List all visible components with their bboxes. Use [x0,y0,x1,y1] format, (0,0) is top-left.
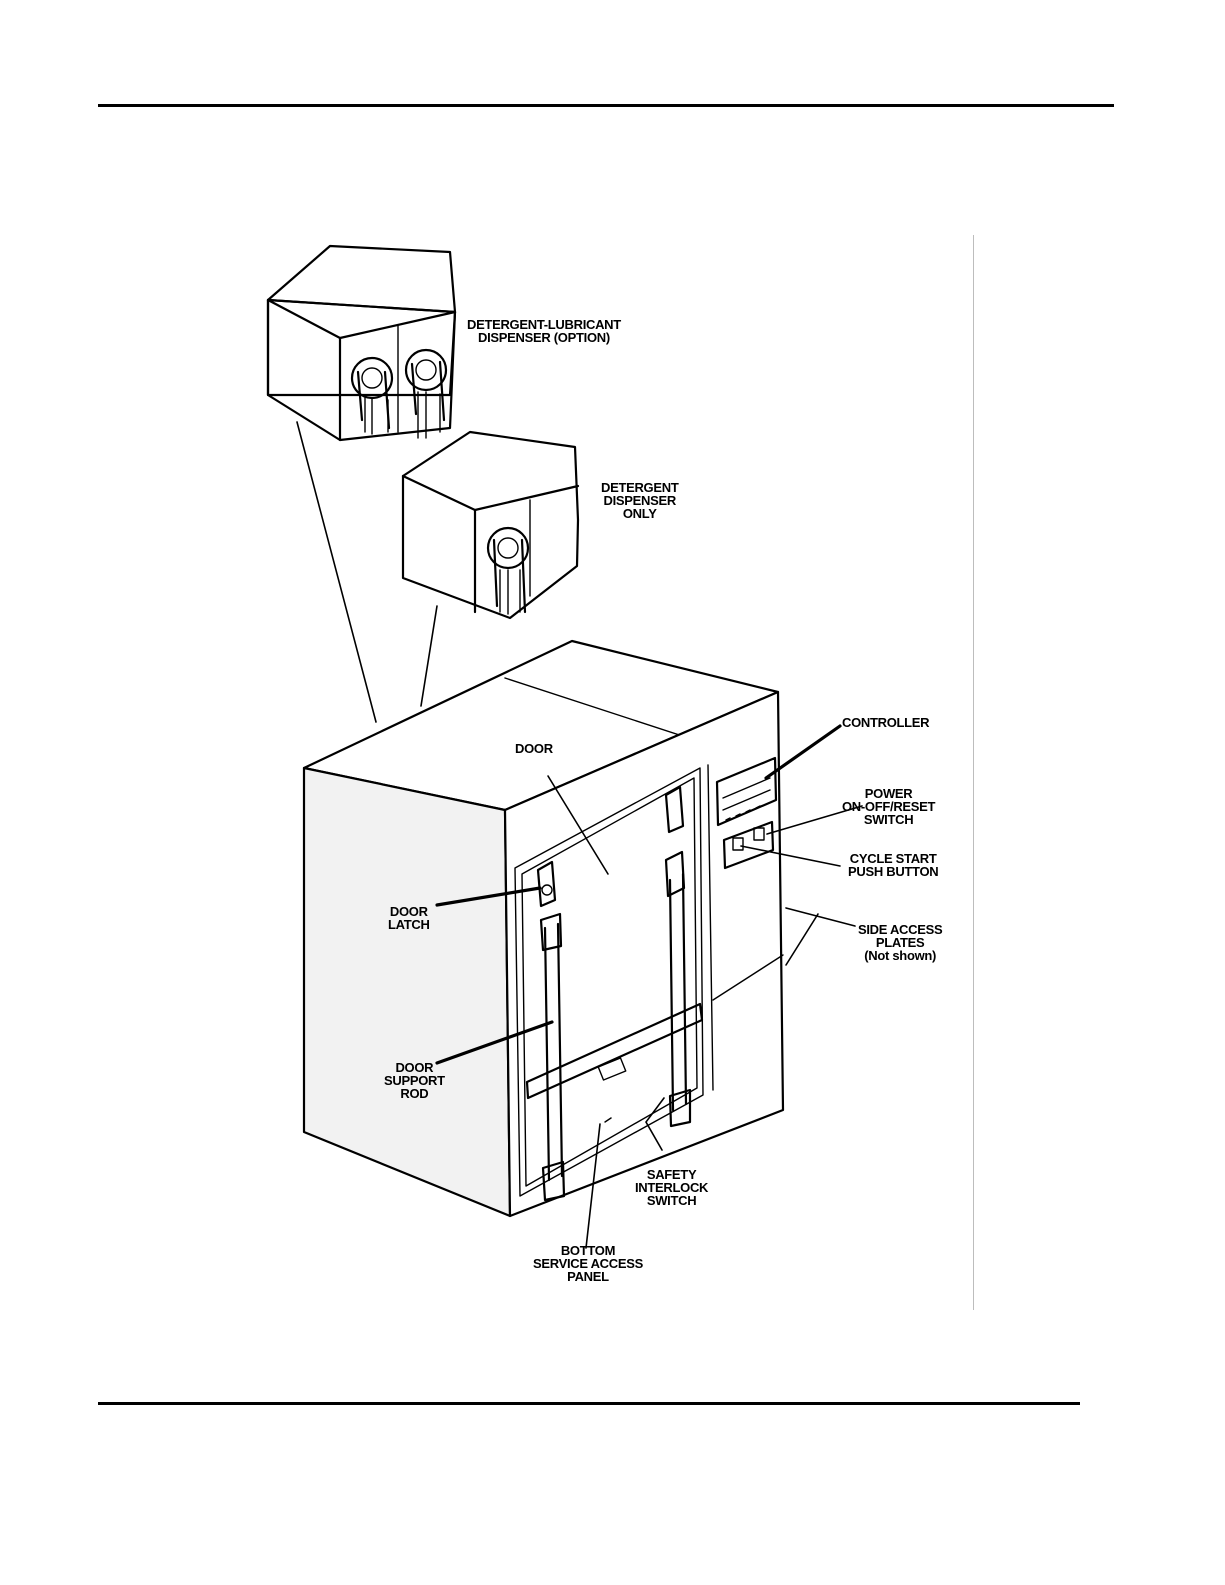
door-latch-label: DOOR LATCH [388,905,430,931]
controller-label: CONTROLLER [842,716,929,729]
door-support-rod-label: DOOR SUPPORT ROD [384,1061,445,1100]
dual-dispenser-drawing [268,246,455,440]
detergent-only-label: DETERGENT DISPENSER ONLY [601,481,678,520]
power-switch-label: POWER ON-OFF/RESET SWITCH [842,787,935,826]
side-access-leader [786,908,855,965]
dispenser-leader-1 [297,422,376,722]
washer-cabinet-drawing [304,641,783,1216]
dispenser-leader-2 [421,606,437,706]
bottom-panel-label: BOTTOM SERVICE ACCESS PANEL [533,1244,643,1283]
single-dispenser-drawing [403,432,578,618]
cycle-start-label: CYCLE START PUSH BUTTON [848,852,938,878]
safety-interlock-label: SAFETY INTERLOCK SWITCH [635,1168,708,1207]
door-label: DOOR [515,742,553,755]
side-access-label: SIDE ACCESS PLATES (Not shown) [858,923,942,962]
detergent-lubricant-label: DETERGENT-LUBRICANT DISPENSER (OPTION) [467,318,621,344]
